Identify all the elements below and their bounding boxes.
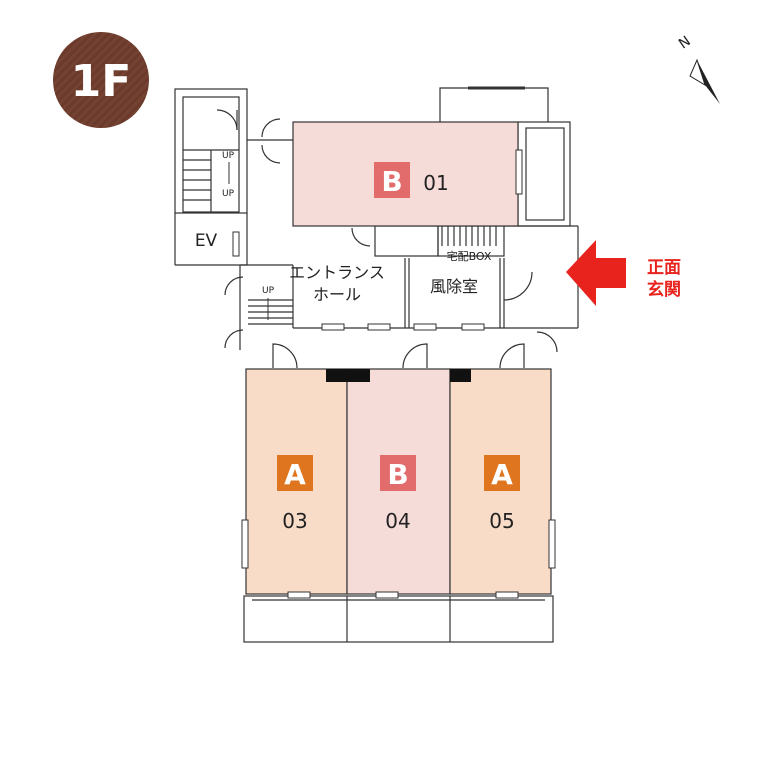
compass-icon: N xyxy=(676,33,720,104)
unit-01-number: 01 xyxy=(423,171,448,195)
unit-04-badge: B xyxy=(380,455,416,491)
ev-label: EV xyxy=(195,231,218,251)
front-entrance-label-1: 正面 xyxy=(647,258,681,278)
unit-03-number: 03 xyxy=(282,509,307,533)
walls xyxy=(174,86,579,643)
entrance-hall-label-1: エントランス xyxy=(289,263,385,282)
front-entrance-arrow-icon xyxy=(566,240,626,306)
structural-column xyxy=(450,369,471,382)
unit-01-badge: B xyxy=(374,162,410,198)
windows xyxy=(232,149,556,599)
unit-04-number: 04 xyxy=(385,509,410,533)
unit-03-badge: A xyxy=(277,455,313,491)
compass-north-label: N xyxy=(676,33,694,52)
structural-column xyxy=(326,369,370,382)
front-entrance-label-2: 玄関 xyxy=(647,279,681,300)
unit-03-type: A xyxy=(284,458,306,491)
unit-04-type: B xyxy=(387,458,408,491)
floor-label: 1F xyxy=(71,56,132,107)
unit-01-type: B xyxy=(381,165,402,198)
windbreak-label: 風除室 xyxy=(430,277,478,296)
delivery-box-label: 宅配BOX xyxy=(447,249,492,263)
floor-badge: 1F xyxy=(53,32,149,128)
unit-05-number: 05 xyxy=(489,509,514,533)
entrance-hall-label-2: ホール xyxy=(313,285,361,304)
up-label: UP xyxy=(222,151,235,161)
unit-05-type: A xyxy=(491,458,513,491)
up-label: UP xyxy=(262,286,275,296)
up-label: UP xyxy=(222,189,235,199)
stair-arrow-icon xyxy=(228,162,269,320)
unit-05-badge: A xyxy=(484,455,520,491)
